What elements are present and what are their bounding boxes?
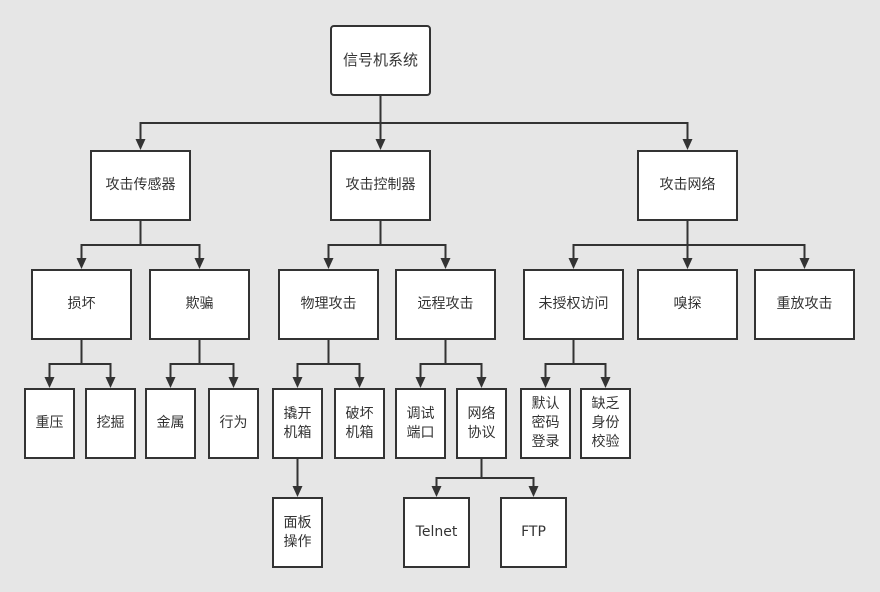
node-damage: 损坏 [31,269,132,340]
connector-unauth_access-default_password_login [544,340,575,378]
connector-damage-dig [80,340,112,378]
node-ftp: FTP [500,497,567,568]
node-network-protocol: 网络 协议 [456,388,507,459]
arrowhead-attack_controller [375,139,386,150]
connector-damage-heavy_press [48,340,83,378]
node-remote-attack: 远程攻击 [395,269,496,340]
arrowhead-debug_port [415,377,426,388]
connector-physical_attack-pry_open_cabinet [296,340,330,378]
node-pry-open-cabinet: 撬开 机箱 [272,388,323,459]
node-missing-auth-check: 缺乏 身份 校验 [580,388,631,459]
node-telnet: Telnet [403,497,470,568]
node-debug-port: 调试 端口 [395,388,446,459]
node-physical-attack: 物理攻击 [278,269,379,340]
node-root: 信号机系统 [330,25,431,96]
node-attack-sensor: 攻击传感器 [90,150,191,221]
arrowhead-unauth_access [568,258,579,269]
arrowhead-ftp [528,486,539,497]
node-dig: 挖掘 [85,388,136,459]
connector-unauth_access-missing_auth_check [572,340,607,378]
arrowhead-sniff [682,258,693,269]
node-behavior: 行为 [208,388,259,459]
arrowhead-telnet [431,486,442,497]
connector-attack_network-replay_attack [686,221,806,259]
arrowhead-break_cabinet [354,377,365,388]
node-default-password-login: 默认 密码 登录 [520,388,571,459]
node-panel-operation: 面板 操作 [272,497,323,568]
arrowhead-metal [165,377,176,388]
node-unauth-access: 未授权访问 [523,269,624,340]
connector-attack_controller-remote_attack [379,221,447,259]
connector-deceive-metal [169,340,201,378]
node-attack-network: 攻击网络 [637,150,738,221]
arrowhead-behavior [228,377,239,388]
connector-attack_controller-physical_attack [327,221,382,259]
node-heavy-press: 重压 [24,388,75,459]
connector-attack_sensor-deceive [139,221,201,259]
arrowhead-deceive [194,258,205,269]
arrowhead-network_protocol [476,377,487,388]
arrowhead-physical_attack [323,258,334,269]
connector-root-attack_sensor [139,96,382,140]
arrowhead-replay_attack [799,258,810,269]
arrowhead-damage [76,258,87,269]
node-replay-attack: 重放攻击 [754,269,855,340]
connector-remote_attack-network_protocol [444,340,483,378]
arrowhead-dig [105,377,116,388]
node-attack-controller: 攻击控制器 [330,150,431,221]
connector-remote_attack-debug_port [419,340,447,378]
arrowhead-attack_sensor [135,139,146,150]
connector-root-attack_network [379,96,689,140]
arrowhead-missing_auth_check [600,377,611,388]
node-metal: 金属 [145,388,196,459]
connector-physical_attack-break_cabinet [327,340,361,378]
connector-network_protocol-telnet [435,459,483,487]
node-deceive: 欺骗 [149,269,250,340]
arrowhead-pry_open_cabinet [292,377,303,388]
arrowhead-heavy_press [44,377,55,388]
node-sniff: 嗅探 [637,269,738,340]
arrowhead-attack_network [682,139,693,150]
arrowhead-default_password_login [540,377,551,388]
connector-network_protocol-ftp [480,459,535,487]
arrowhead-remote_attack [440,258,451,269]
node-break-cabinet: 破坏 机箱 [334,388,385,459]
connector-attack_network-unauth_access [572,221,689,259]
connector-deceive-behavior [198,340,235,378]
arrowhead-panel_operation [292,486,303,497]
connector-attack_sensor-damage [80,221,142,259]
